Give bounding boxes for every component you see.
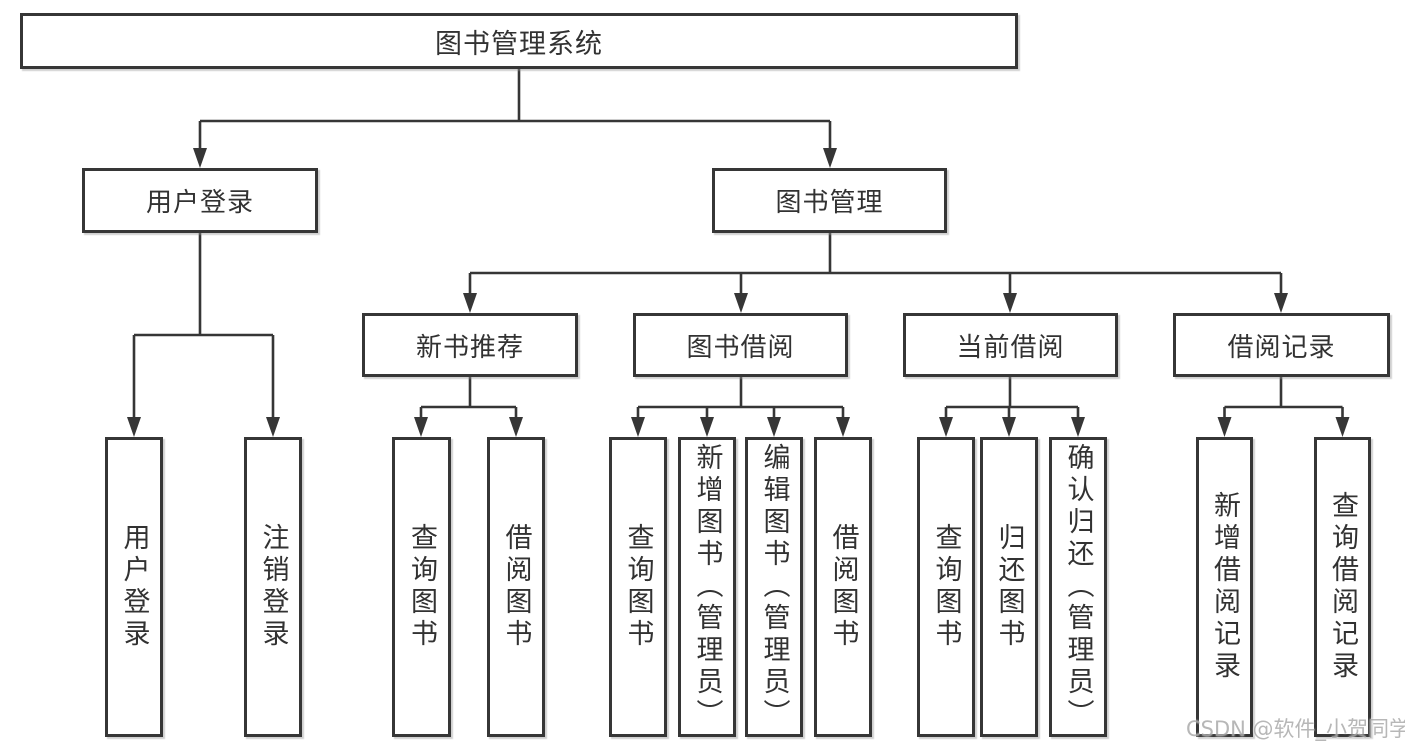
connector-user-login-to-leaves: [127, 233, 280, 437]
connector-root-to-level2: [193, 69, 837, 168]
leaf-confirm-return-admin: 确认归还（管理员）: [1049, 437, 1107, 737]
node-library-management-system: 图书管理系统: [20, 13, 1018, 69]
leaf-add-books-admin: 新增图书（管理员）: [678, 437, 736, 737]
leaf-query-books-1: 查询图书: [392, 437, 451, 737]
node-book-borrowing: 图书借阅: [633, 313, 848, 377]
connector-book-borrow-to-leaves: [631, 377, 850, 437]
connector-current-borrow-to-leaves: [939, 377, 1085, 437]
leaf-edit-books-admin: 编辑图书（管理员）: [745, 437, 803, 737]
leaf-add-borrow-record: 新增借阅记录: [1196, 437, 1253, 737]
node-current-borrowing: 当前借阅: [903, 313, 1118, 377]
leaf-logout: 注销登录: [244, 437, 302, 737]
leaf-query-books-2: 查询图书: [609, 437, 667, 737]
leaf-borrow-books-1: 借阅图书: [487, 437, 545, 737]
node-new-book-recommendation: 新书推荐: [362, 313, 578, 377]
leaf-borrow-books-2: 借阅图书: [814, 437, 872, 737]
node-book-management: 图书管理: [712, 168, 947, 233]
connector-book-mgmt-to-level3: [463, 233, 1288, 313]
connector-new-book-to-leaves: [414, 377, 523, 437]
leaf-query-books-3: 查询图书: [917, 437, 975, 737]
node-borrowing-records: 借阅记录: [1173, 313, 1390, 377]
node-user-login: 用户登录: [82, 168, 318, 233]
leaf-query-borrow-record: 查询借阅记录: [1314, 437, 1371, 737]
connector-borrow-record-to-leaves: [1217, 377, 1350, 437]
leaf-return-books: 归还图书: [980, 437, 1038, 737]
csdn-watermark: CSDN @软件_小贺同学: [1186, 717, 1405, 741]
leaf-user-login: 用户登录: [105, 437, 163, 737]
